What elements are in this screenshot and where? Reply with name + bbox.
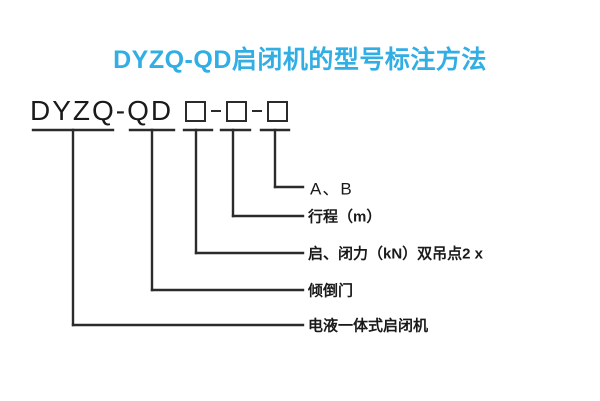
leader-label-electro-hydraulic: 电液一体式启闭机 [308,317,429,335]
leader-line-variant [259,128,305,189]
leader-label-tilting-gate: 倾倒门 [308,282,354,300]
leader-line-electro-hydraulic [31,128,305,327]
model-code-box-1 [185,100,207,122]
model-code-box-2 [226,100,248,122]
page-title: DYZQ-QD启闭机的型号标注方法 [113,46,487,74]
model-prefix-text: DYZQ-QD [30,95,174,126]
model-code-dash-1 [211,110,222,112]
leader-label-force: 启、闭力（kN）双吊点2 x [308,245,484,263]
leader-label-stroke: 行程（m） [308,208,382,226]
model-code-dash-2 [252,110,263,112]
model-code-row: DYZQ-QD [30,94,289,128]
leader-line-tilting-gate [128,128,305,292]
model-code-box-3 [267,100,289,122]
leader-label-variant: A、B [310,179,353,199]
leader-line-force [182,128,305,255]
leader-line-stroke [219,128,305,218]
